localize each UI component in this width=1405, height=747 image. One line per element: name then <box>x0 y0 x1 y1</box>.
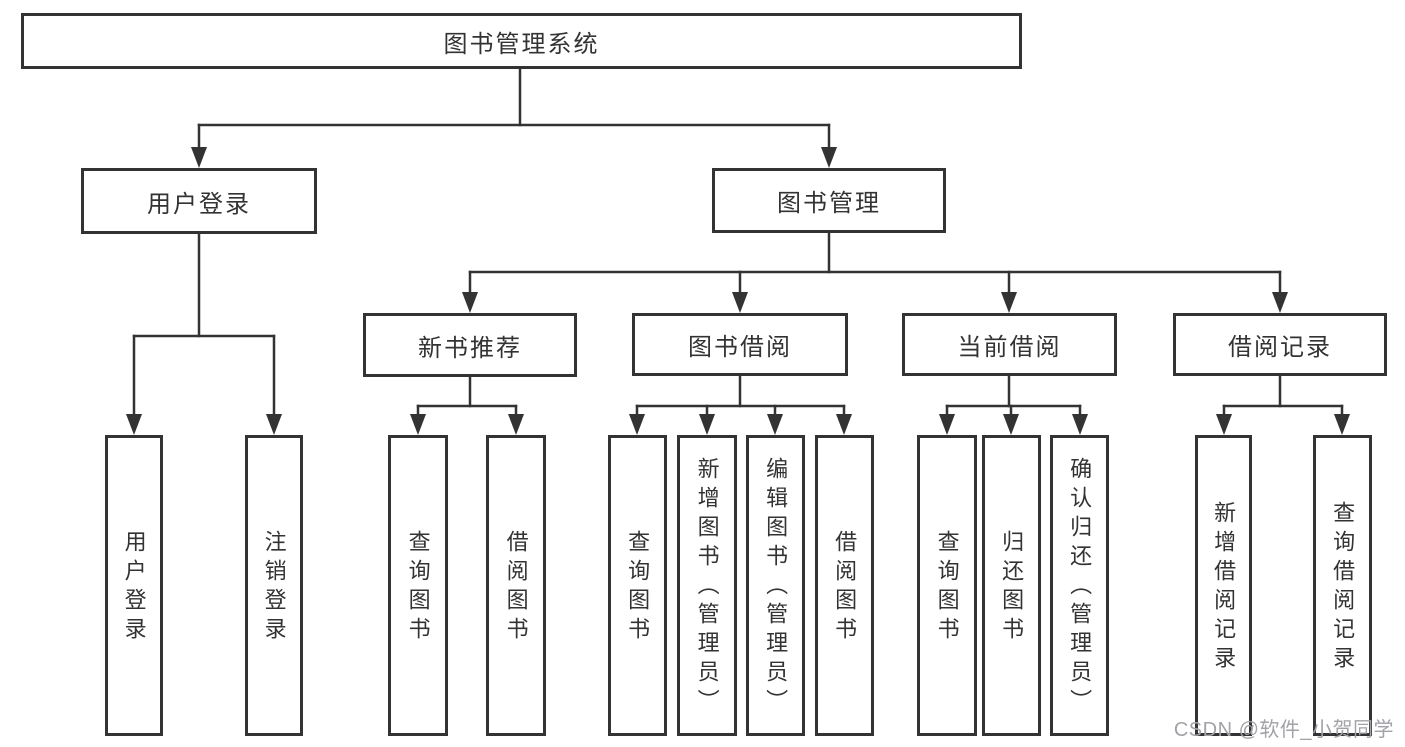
connector-borrowing-to-leaves <box>629 374 852 435</box>
leaf-add-book-admin: 新增图书（管理员） <box>677 435 737 736</box>
connector-root-to-level2 <box>191 67 837 168</box>
node-book-management: 图书管理 <box>712 168 946 233</box>
connector-records-to-leaves <box>1216 374 1350 435</box>
connector-newbook-to-leaves <box>410 375 524 435</box>
leaf-user-login: 用户登录 <box>105 435 163 736</box>
leaf-add-borrow-record: 新增借阅记录 <box>1195 435 1252 736</box>
connector-current-to-leaves <box>939 374 1088 435</box>
leaf-query-books-current: 查询图书 <box>917 435 977 736</box>
node-book-borrowing: 图书借阅 <box>632 313 848 376</box>
leaf-borrow-books-newbook: 借阅图书 <box>486 435 546 736</box>
node-current-borrowing: 当前借阅 <box>902 313 1117 376</box>
connector-bookmgmt-to-level3 <box>462 231 1288 313</box>
leaf-borrow-books-borrowing: 借阅图书 <box>815 435 874 736</box>
leaf-edit-book-admin: 编辑图书（管理员） <box>746 435 805 736</box>
leaf-query-books-borrowing: 查询图书 <box>608 435 667 736</box>
node-new-book-recommend: 新书推荐 <box>363 313 577 377</box>
leaf-logout: 注销登录 <box>245 435 303 736</box>
connector-userlogin-to-leaves <box>126 232 282 435</box>
leaf-return-books: 归还图书 <box>982 435 1041 736</box>
leaf-query-books-newbook: 查询图书 <box>388 435 448 736</box>
node-user-login: 用户登录 <box>81 168 317 234</box>
leaf-confirm-return-admin: 确认归还（管理员） <box>1050 435 1109 736</box>
watermark: CSDN @软件_小贺同学 <box>1173 719 1394 741</box>
node-root: 图书管理系统 <box>21 13 1022 69</box>
leaf-query-borrow-record: 查询借阅记录 <box>1313 435 1372 736</box>
node-borrowing-records: 借阅记录 <box>1173 313 1387 376</box>
